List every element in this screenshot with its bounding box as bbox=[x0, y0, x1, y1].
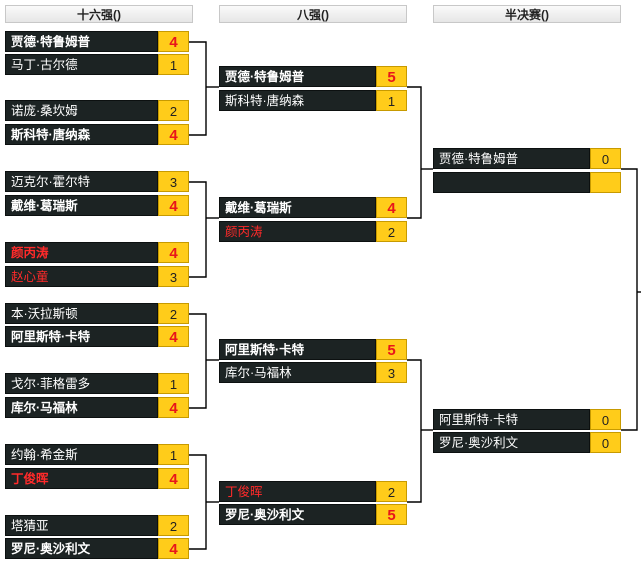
player-score: 1 bbox=[158, 373, 189, 394]
player-score: 0 bbox=[590, 432, 621, 453]
player-name: 贾德·特鲁姆普 bbox=[5, 31, 158, 52]
player-score: 2 bbox=[158, 515, 189, 536]
player-score: 2 bbox=[376, 221, 407, 242]
connector-line bbox=[189, 313, 207, 409]
player-name: 马丁·古尔德 bbox=[5, 54, 158, 75]
connector-line bbox=[189, 41, 207, 136]
player-name: 诺庞·桑坎姆 bbox=[5, 100, 158, 121]
player-name: 本·沃拉斯顿 bbox=[5, 303, 158, 324]
player-score: 3 bbox=[158, 171, 189, 192]
connector-line bbox=[407, 86, 422, 219]
player-score bbox=[590, 172, 621, 193]
player-name: 迈克尔·霍尔特 bbox=[5, 171, 158, 192]
player-score: 4 bbox=[158, 538, 189, 559]
player-name: 罗尼·奥沙利文 bbox=[5, 538, 158, 559]
player-score: 2 bbox=[158, 100, 189, 121]
round16-header: 十六强() bbox=[5, 5, 193, 23]
player-name: 丁俊晖 bbox=[219, 481, 376, 502]
player-score: 4 bbox=[158, 195, 189, 216]
player-score: 3 bbox=[376, 362, 407, 383]
player-name: 罗尼·奥沙利文 bbox=[433, 432, 590, 453]
player-name: 阿里斯特·卡特 bbox=[219, 339, 376, 360]
player-name: 贾德·特鲁姆普 bbox=[433, 148, 590, 169]
player-score: 4 bbox=[376, 197, 407, 218]
player-score: 3 bbox=[158, 266, 189, 287]
player-name: 戈尔·菲格雷多 bbox=[5, 373, 158, 394]
player-score: 5 bbox=[376, 504, 407, 525]
player-score: 4 bbox=[158, 124, 189, 145]
player-name: 颜丙涛 bbox=[5, 242, 158, 263]
player-score: 1 bbox=[158, 54, 189, 75]
player-name: 贾德·特鲁姆普 bbox=[219, 66, 376, 87]
player-score: 4 bbox=[158, 31, 189, 52]
quarter-header: 八强() bbox=[219, 5, 407, 23]
player-score: 4 bbox=[158, 397, 189, 418]
connector-line bbox=[189, 181, 207, 278]
player-score: 2 bbox=[376, 481, 407, 502]
player-name: 斯科特·唐纳森 bbox=[5, 124, 158, 145]
player-name: 约翰·希金斯 bbox=[5, 444, 158, 465]
player-name: 斯科特·唐纳森 bbox=[219, 90, 376, 111]
player-score: 4 bbox=[158, 326, 189, 347]
player-name bbox=[433, 172, 590, 193]
player-name: 阿里斯特·卡特 bbox=[5, 326, 158, 347]
semi-slot[interactable] bbox=[433, 172, 621, 193]
player-score: 1 bbox=[158, 444, 189, 465]
player-score: 1 bbox=[376, 90, 407, 111]
player-score: 4 bbox=[158, 242, 189, 263]
connector-line bbox=[407, 359, 422, 503]
player-name: 赵心童 bbox=[5, 266, 158, 287]
player-name: 库尔·马福林 bbox=[5, 397, 158, 418]
player-score: 5 bbox=[376, 339, 407, 360]
player-name: 库尔·马福林 bbox=[219, 362, 376, 383]
player-name: 阿里斯特·卡特 bbox=[433, 409, 590, 430]
semi-header: 半决赛() bbox=[433, 5, 621, 23]
player-name: 罗尼·奥沙利文 bbox=[219, 504, 376, 525]
player-name: 戴维·葛瑞斯 bbox=[219, 197, 376, 218]
player-score: 5 bbox=[376, 66, 407, 87]
player-name: 颜丙涛 bbox=[219, 221, 376, 242]
player-score: 2 bbox=[158, 303, 189, 324]
player-score: 0 bbox=[590, 409, 621, 430]
player-name: 丁俊晖 bbox=[5, 468, 158, 489]
player-score: 4 bbox=[158, 468, 189, 489]
player-score: 0 bbox=[590, 148, 621, 169]
player-name: 戴维·葛瑞斯 bbox=[5, 195, 158, 216]
connector-line bbox=[621, 168, 638, 431]
connector-line bbox=[189, 454, 207, 550]
player-name: 塔猜亚 bbox=[5, 515, 158, 536]
